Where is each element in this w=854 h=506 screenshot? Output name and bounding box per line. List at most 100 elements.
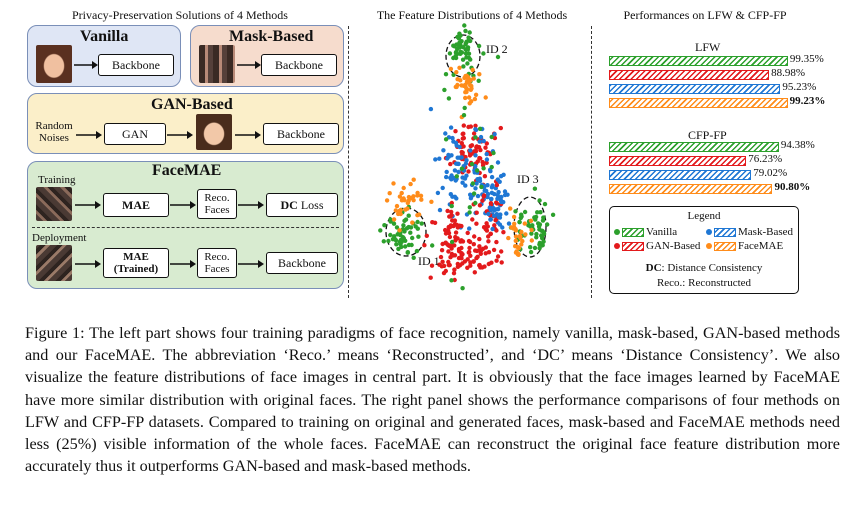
feature-point	[545, 222, 550, 227]
center-panel-title: The Feature Distributions of 4 Methods	[376, 8, 568, 22]
feature-point	[480, 265, 485, 270]
training-masked-face	[36, 187, 72, 221]
vanilla-dot-icon	[614, 229, 620, 235]
feature-point	[459, 245, 464, 251]
feature-point	[479, 247, 484, 253]
feature-point	[481, 138, 486, 144]
feature-point	[443, 227, 448, 233]
arrow-icon	[237, 61, 261, 69]
feature-point	[455, 236, 460, 241]
feature-point	[497, 179, 502, 184]
feature-point	[428, 106, 434, 112]
feature-point	[448, 66, 454, 72]
feature-point	[488, 231, 493, 236]
feature-point	[494, 200, 499, 205]
feature-point	[483, 95, 488, 100]
feature-point	[458, 51, 463, 56]
feature-point	[452, 267, 457, 272]
feature-point	[461, 123, 466, 128]
feature-point	[466, 95, 472, 100]
feature-point	[505, 192, 510, 197]
feature-point	[466, 51, 472, 56]
feature-point	[408, 195, 413, 201]
feature-point	[467, 210, 472, 215]
feature-point	[519, 214, 524, 219]
feature-point	[494, 228, 499, 233]
legend-dc-abbreviation: DC	[645, 262, 662, 274]
feature-point	[468, 192, 473, 197]
feature-point	[401, 223, 406, 228]
id1-cluster-ring	[385, 207, 427, 257]
feature-point	[511, 214, 517, 220]
feature-point	[393, 208, 398, 213]
feature-point	[483, 251, 488, 256]
feature-point	[516, 245, 522, 251]
feature-point	[537, 246, 542, 251]
feature-point	[500, 225, 505, 230]
feature-point	[472, 234, 477, 239]
feature-point	[481, 194, 486, 199]
feature-point	[477, 139, 482, 144]
feature-point	[440, 259, 445, 264]
feature-point	[452, 194, 458, 199]
feature-point	[465, 61, 470, 66]
training-deployment-divider	[32, 227, 339, 228]
feature-point	[537, 240, 542, 246]
feature-point	[461, 64, 466, 69]
feature-point	[424, 233, 429, 238]
loss-label: Loss	[300, 198, 324, 212]
legend-dc-note: DC: Distance Consistency	[610, 262, 798, 274]
facemae-dot-icon	[706, 243, 712, 249]
feature-point	[487, 205, 492, 210]
feature-point	[532, 186, 538, 191]
gan-backbone-box: Backbone	[263, 123, 339, 145]
feature-point	[490, 183, 495, 188]
feature-point	[499, 260, 504, 265]
feature-point	[483, 145, 488, 150]
feature-point	[460, 252, 465, 257]
feature-point	[446, 249, 451, 254]
feature-point	[506, 235, 511, 241]
feature-point	[394, 203, 400, 209]
gan-dot-icon	[614, 243, 620, 249]
feature-point	[409, 242, 414, 248]
feature-point	[460, 286, 465, 291]
id1-label: ID 1	[418, 254, 440, 268]
feature-point	[491, 205, 496, 211]
feature-point	[460, 57, 466, 62]
feature-point	[533, 217, 538, 222]
feature-point	[445, 208, 450, 214]
lfw-group-label: LFW	[695, 40, 721, 54]
feature-point	[476, 78, 481, 83]
feature-point	[464, 86, 469, 91]
bar-lfw-maskbased	[609, 84, 781, 94]
feature-point	[518, 234, 523, 239]
right-panel-title: Performances on LFW & CFP-FP	[623, 8, 787, 22]
feature-point	[447, 234, 453, 240]
masked-face-image	[199, 45, 235, 83]
feature-point	[471, 76, 476, 81]
feature-point	[492, 132, 497, 137]
feature-point	[466, 250, 471, 255]
feature-point	[408, 225, 414, 230]
feature-point	[449, 239, 455, 245]
legend-item-gan-based: GAN-Based	[614, 240, 700, 252]
mask-swatch-icon	[714, 227, 736, 237]
feature-point	[471, 131, 477, 136]
feature-point	[468, 196, 474, 201]
feature-point	[451, 271, 457, 276]
feature-point	[529, 227, 534, 233]
feature-point	[499, 199, 504, 205]
bar-value-label: 95.23%	[782, 81, 817, 93]
feature-point	[474, 210, 479, 215]
legend-dc-text: : Distance Consistency	[661, 262, 763, 274]
feature-point	[480, 198, 485, 203]
feature-point	[443, 231, 449, 236]
feature-point	[542, 201, 548, 207]
feature-point	[398, 241, 403, 247]
mask-dot-icon	[706, 229, 712, 235]
feature-point	[477, 178, 483, 184]
feature-point	[493, 218, 498, 223]
dc-abbreviation: DC	[280, 198, 298, 212]
feature-point	[477, 155, 482, 161]
